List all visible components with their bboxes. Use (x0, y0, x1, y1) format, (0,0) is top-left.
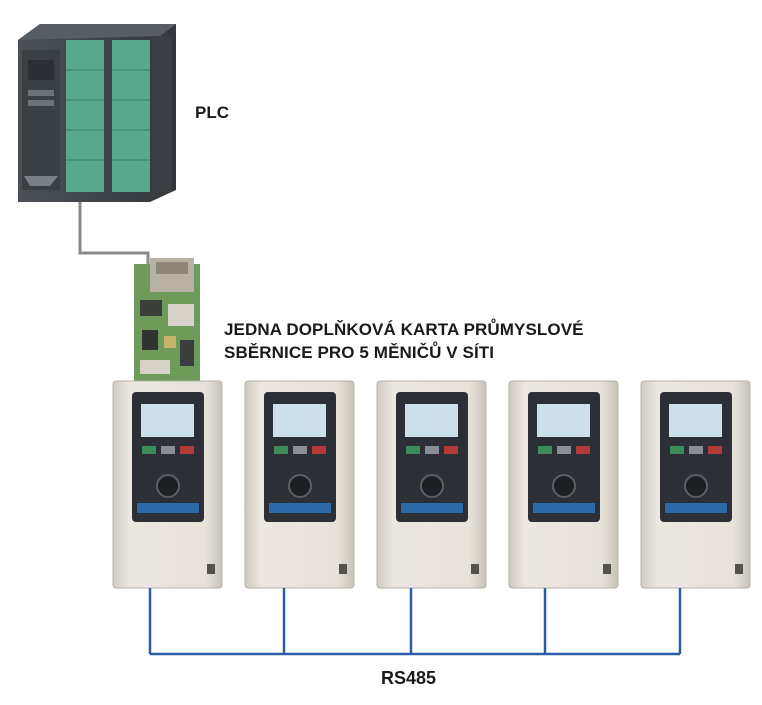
fieldbus-option-card (134, 258, 200, 384)
option-card-caption-line-2: SBĚRNICE PRO 5 MĚNIČŮ V SÍTI (224, 341, 584, 364)
option-card-caption: JEDNA DOPLŇKOVÁ KARTA PRŮMYSLOVÉ SBĚRNIC… (224, 318, 584, 364)
rs485-bus (150, 588, 680, 654)
rs485-label: RS485 (381, 668, 436, 689)
drive-5 (641, 381, 750, 588)
plc-module-1 (66, 40, 104, 192)
drive-2 (245, 381, 354, 588)
drive-1 (113, 381, 222, 588)
plc-cable (80, 195, 148, 268)
plc-unit (18, 24, 176, 202)
plc-module-2 (112, 40, 150, 192)
drive-3 (377, 381, 486, 588)
plc-label: PLC (195, 103, 229, 123)
drive-4 (509, 381, 618, 588)
option-card-caption-line-1: JEDNA DOPLŇKOVÁ KARTA PRŮMYSLOVÉ (224, 318, 584, 341)
